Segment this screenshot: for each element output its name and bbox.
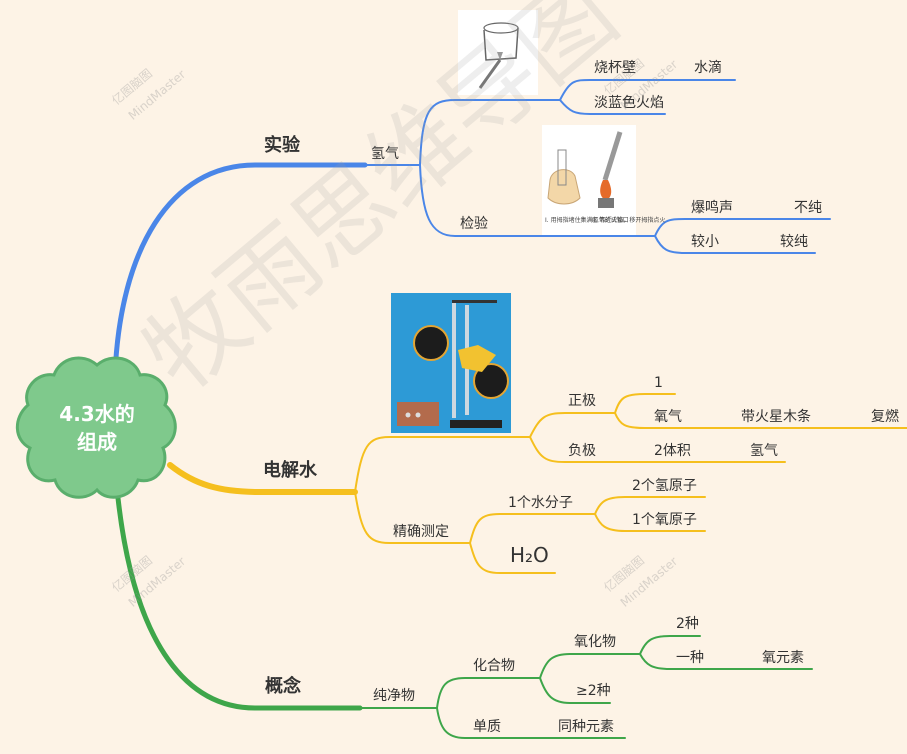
node-baomingsheng[interactable]: 爆鸣声 (691, 200, 733, 216)
branch-dianjie-main (167, 462, 358, 495)
topic-shiyan[interactable]: 实验 (264, 135, 300, 156)
node-daihuoxing-mutiao[interactable]: 带火星木条 (741, 409, 811, 425)
hydrogen-test-caption-1: I. 用拇指堵住集满氢气的试管口 (545, 216, 629, 224)
node-2tiji[interactable]: 2体积 (654, 443, 691, 459)
node-qingqi-elec[interactable]: 氢气 (750, 443, 778, 459)
node-yangyuansu[interactable]: 氧元素 (762, 650, 804, 666)
node-zhengji[interactable]: 正极 (568, 393, 596, 409)
shiyan-lines (364, 79, 831, 254)
node-furan[interactable]: 复燃 (871, 409, 899, 425)
node-yanghuawu[interactable]: 氧化物 (574, 634, 616, 650)
center-title: 4.3水的 组成 (22, 400, 172, 456)
branch-lines-main (112, 162, 368, 711)
node-yizhong[interactable]: 一种 (676, 650, 704, 666)
node-buchun[interactable]: 不纯 (794, 200, 822, 216)
center-node-shape (15, 356, 177, 499)
hydrogen-burning-image (458, 10, 538, 95)
node-shaobeibi[interactable]: 烧杯壁 (594, 60, 636, 76)
hydrogen-test-caption-2: II. 靠近火焰，移开拇指点火 (592, 216, 665, 224)
center-title-line1: 4.3水的 (59, 402, 135, 426)
node-jiaochun[interactable]: 较纯 (780, 234, 808, 250)
node-shuidi[interactable]: 水滴 (694, 60, 722, 76)
hydrogen-test-image (542, 125, 636, 235)
gainian-lines (359, 635, 813, 739)
node-1ge-yangyuanzi[interactable]: 1个氧原子 (632, 512, 697, 528)
center-node[interactable] (15, 356, 177, 499)
node-ge2zhong[interactable]: ≥2种 (576, 683, 611, 699)
node-tongzhong-yuansu[interactable]: 同种元素 (558, 719, 614, 735)
branch-shiyan-main (112, 162, 368, 378)
topic-gainian[interactable]: 概念 (265, 676, 301, 697)
dianjie-lines (354, 393, 907, 574)
branch-gainian-main (115, 495, 363, 711)
node-jingque-ceding[interactable]: 精确测定 (393, 524, 449, 540)
node-ratio-1[interactable]: 1 (654, 375, 663, 391)
node-huahewu[interactable]: 化合物 (473, 658, 515, 674)
node-yangqi[interactable]: 氧气 (654, 409, 682, 425)
node-jianyan[interactable]: 检验 (460, 216, 488, 232)
node-danlan-huoyan[interactable]: 淡蓝色火焰 (594, 95, 664, 111)
electrolysis-apparatus-image (391, 293, 511, 433)
node-2zhong[interactable]: 2种 (676, 616, 699, 632)
node-h2o-formula[interactable]: H₂O (510, 543, 549, 567)
node-jiaoxiao[interactable]: 较小 (691, 234, 719, 250)
node-1ge-shuifenzi[interactable]: 1个水分子 (508, 495, 573, 511)
topic-dianjieshui[interactable]: 电解水 (263, 460, 317, 481)
node-chunjingwu[interactable]: 纯净物 (373, 688, 415, 704)
node-qingqi-exp[interactable]: 氢气 (371, 146, 399, 162)
node-fuji[interactable]: 负极 (568, 443, 596, 459)
node-danzhi[interactable]: 单质 (473, 719, 501, 735)
node-2ge-qingyuanzi[interactable]: 2个氢原子 (632, 478, 697, 494)
center-title-line2: 组成 (77, 430, 117, 454)
